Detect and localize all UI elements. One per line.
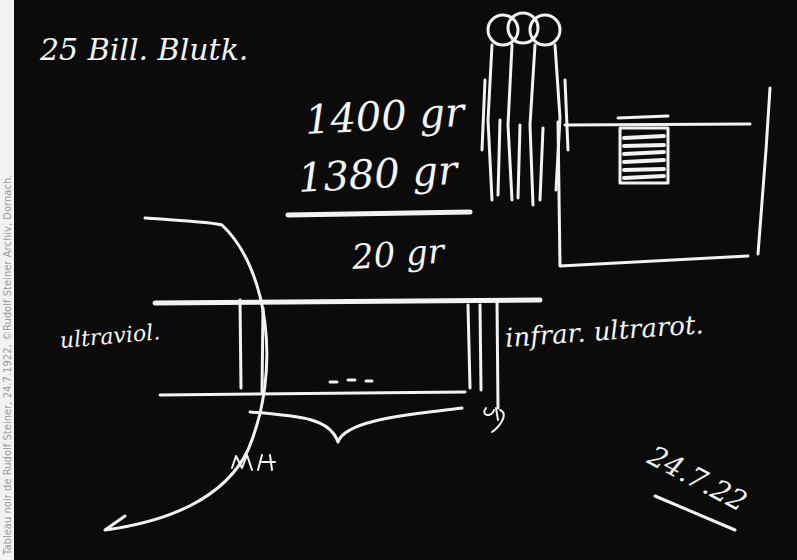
spectrum-label: ultraviol. <box>59 321 161 352</box>
spectrum-label: infrar. ultrarot. <box>504 311 704 351</box>
weight-value: 1400 gr <box>304 92 465 140</box>
brace <box>250 408 462 442</box>
note-text: 25 Bill. Blutk. <box>40 35 248 65</box>
spectrum-band <box>155 300 540 408</box>
sum-line <box>288 212 470 215</box>
date-label: 24.7.22 <box>643 442 751 517</box>
scribble <box>484 408 504 432</box>
vessel-box <box>558 88 770 266</box>
weight-difference: 20 gr <box>351 234 445 274</box>
watermark: Tableau noir de Rudolf Steiner, 24.7.192… <box>3 174 13 555</box>
scribble <box>232 455 275 470</box>
weight-value: 1380 gr <box>297 150 458 198</box>
human-figures <box>482 13 568 205</box>
curved-arc <box>105 218 267 530</box>
